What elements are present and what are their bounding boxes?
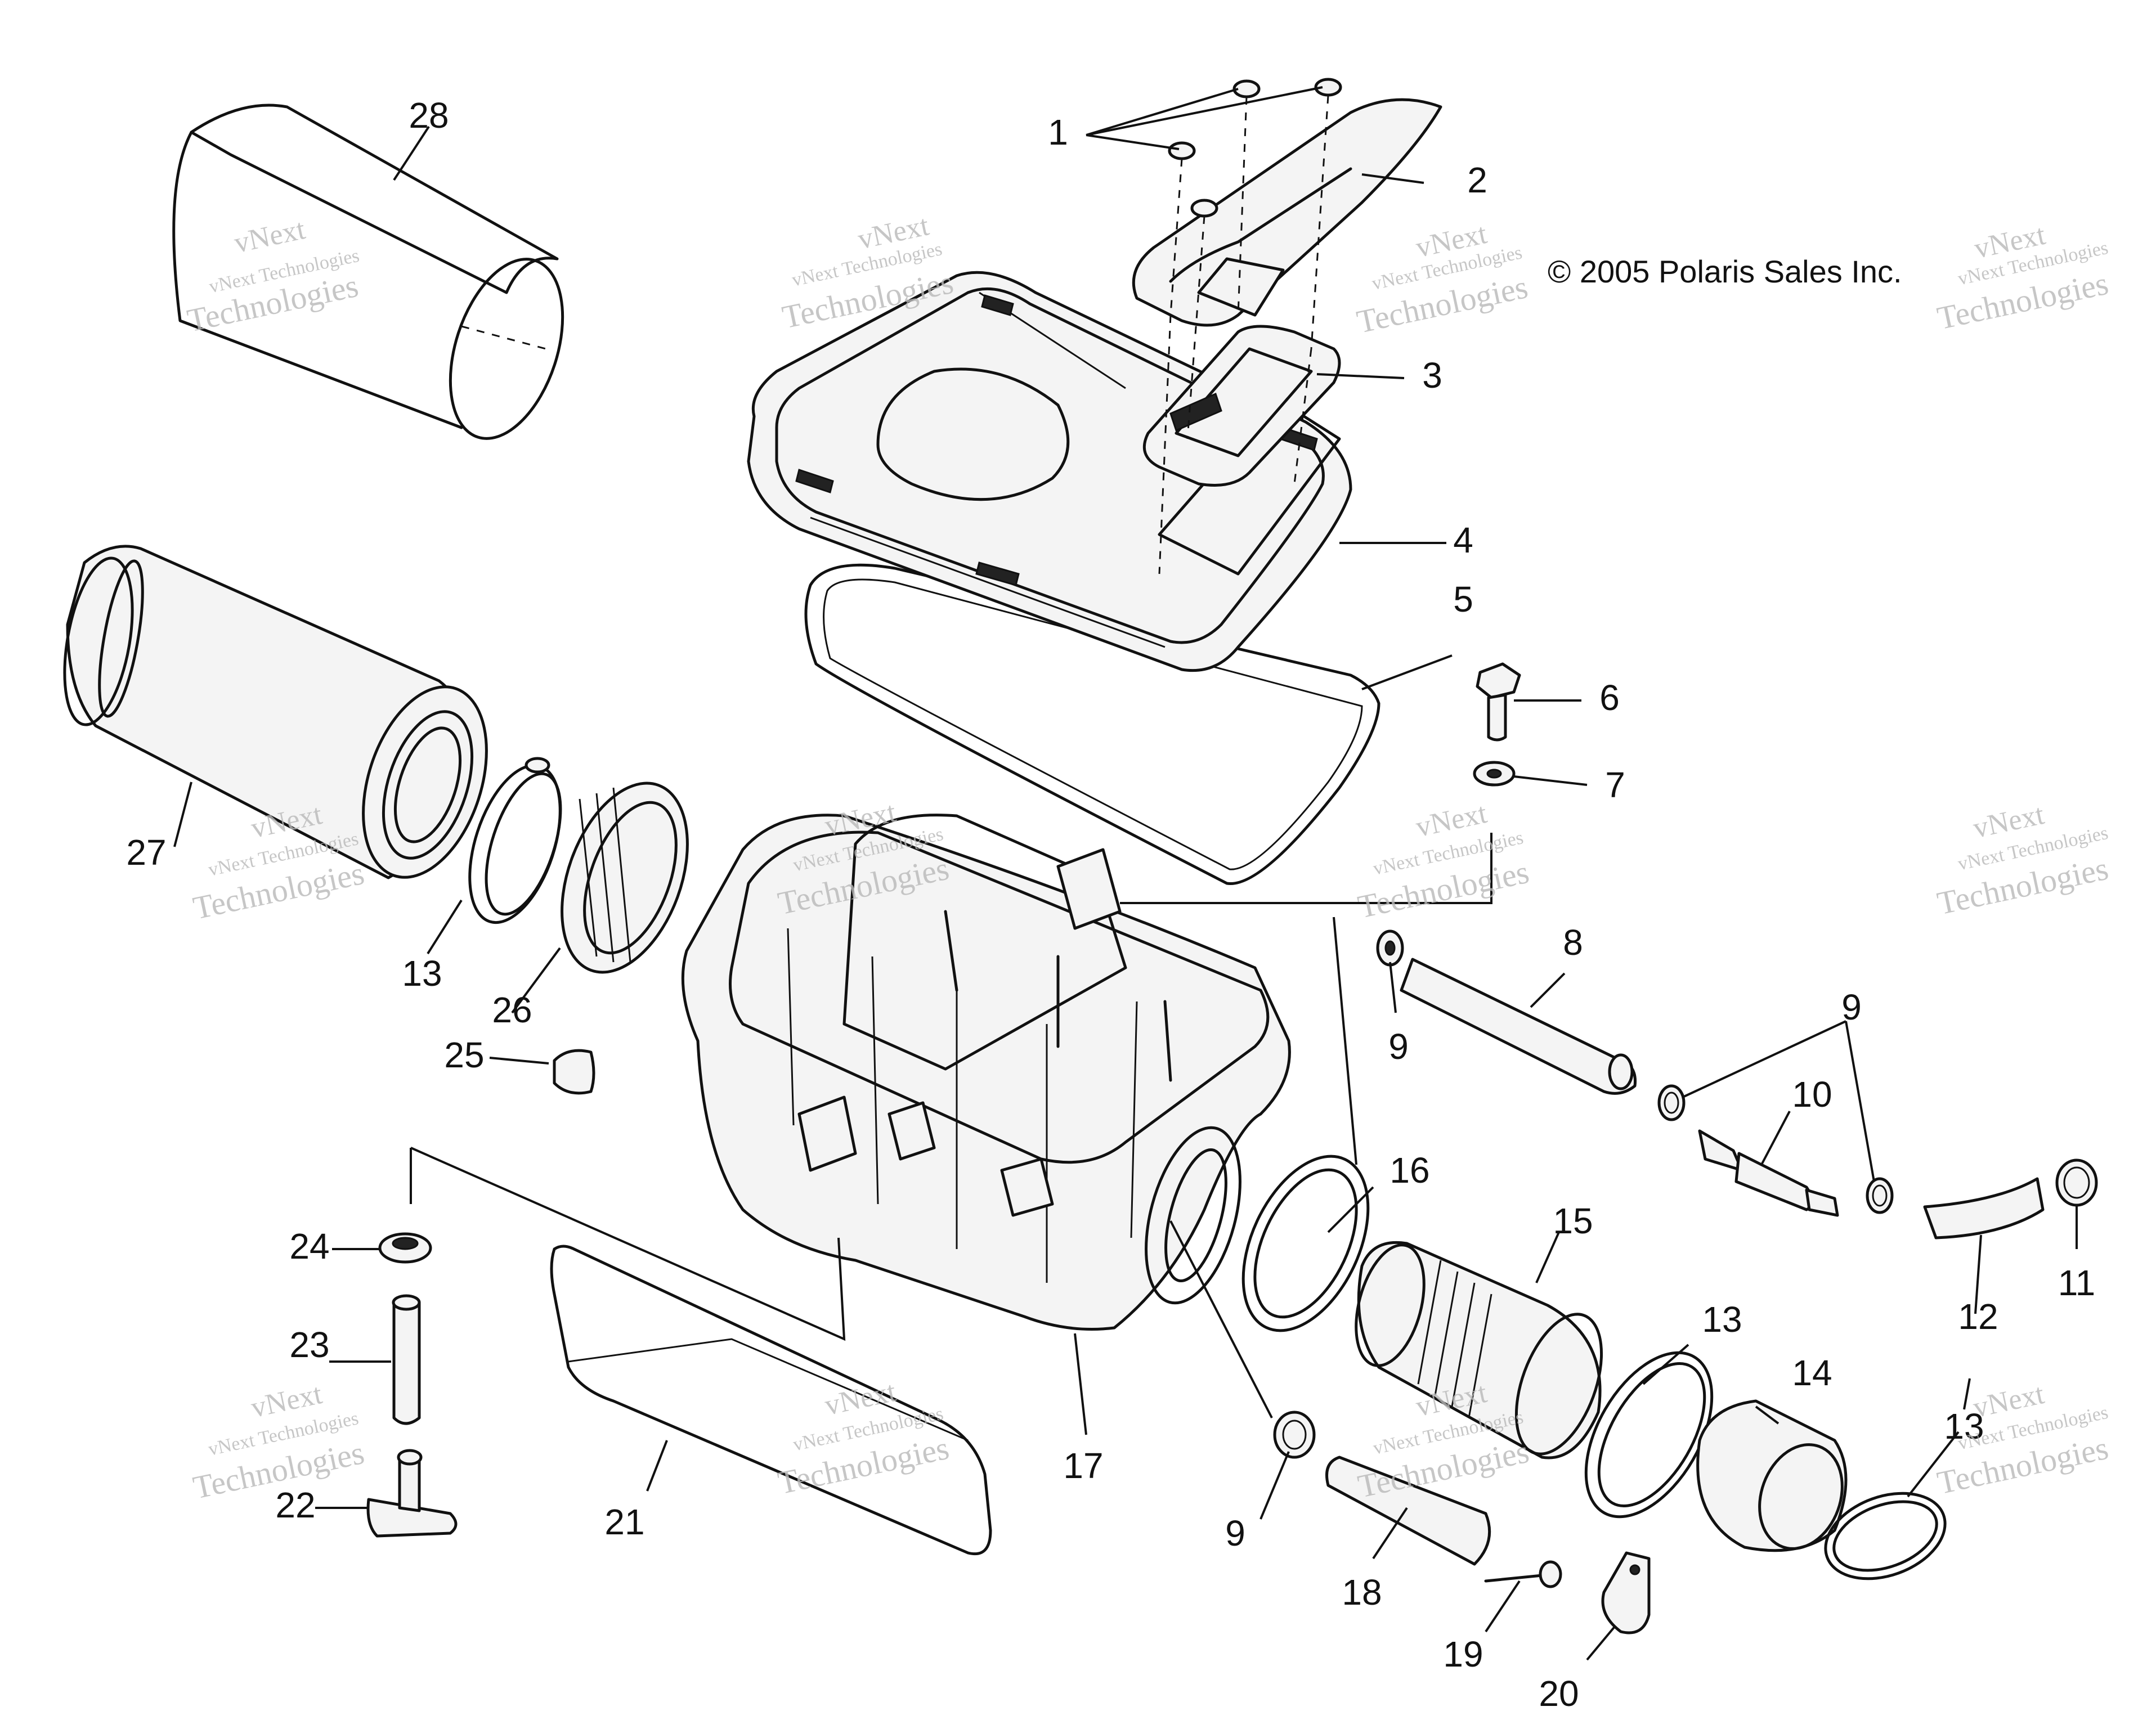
part-9-clamp-b: [1657, 1084, 1686, 1121]
leader-lines: [173, 86, 2078, 1661]
part-7-washer: [1473, 761, 1516, 787]
watermark-10: vNext vNext Technologies Technologies: [775, 1376, 952, 1502]
watermark-8: vNext vNext Technologies Technologies: [1934, 798, 2112, 922]
watermark-9: vNext vNext Technologies Technologies: [190, 1378, 367, 1506]
part-8-breather-hose: [1400, 958, 1637, 1095]
part-27-air-filter: [63, 545, 488, 879]
watermark-3: vNext vNext Technologies Technologies: [1353, 218, 1531, 340]
callout-14: 14: [1792, 1353, 1832, 1393]
part-17-airbox-housing: [681, 814, 1291, 1331]
part-22-tee-fitting: [366, 1449, 458, 1538]
callout-25: 25: [444, 1035, 484, 1075]
callout-15: 15: [1553, 1201, 1593, 1241]
part-16-gasket-ring: [1241, 1155, 1370, 1332]
callout-28: 28: [409, 95, 449, 136]
part-24-clamp: [378, 1232, 432, 1264]
callout-3: 3: [1422, 355, 1442, 396]
callout-12: 12: [1958, 1296, 1998, 1337]
callout-22: 22: [275, 1485, 315, 1525]
part-20-p-clip: [1601, 1551, 1651, 1634]
part-14-intake-boot: [1696, 1399, 1848, 1552]
watermark-4: vNext vNext Technologies Technologies: [1934, 219, 2112, 337]
copyright-notice: © 2005 Polaris Sales Inc.: [1548, 254, 1902, 289]
part-13-clamp-upper: [468, 757, 562, 924]
callout-17: 17: [1063, 1445, 1103, 1486]
part-12-vent-hose: [1923, 1177, 2045, 1240]
part-2-intake-duct: [1132, 98, 1442, 327]
callout-13-lower: 13: [1944, 1406, 1984, 1447]
part-5-lid-gasket: [804, 563, 1380, 886]
part-6-bolt: [1476, 662, 1521, 742]
callout-16: 16: [1389, 1150, 1429, 1191]
part-9-clamp-c: [1866, 1177, 1894, 1214]
callout-21: 21: [604, 1502, 644, 1542]
callout-11: 11: [2058, 1263, 2095, 1303]
callout-13-middle: 13: [1702, 1299, 1742, 1340]
part-9-clamp-a: [1376, 929, 1404, 967]
callout-numbers: 1 2 3 4 5 6 7 8 9 9 10 11 12 13 13 13 14…: [126, 95, 2095, 1714]
callout-20: 20: [1539, 1673, 1579, 1714]
part-3-intake-seal: [1142, 325, 1341, 487]
part-28-prefilter-sleeve: [172, 104, 564, 440]
callout-5: 5: [1453, 579, 1473, 619]
part-23-drain-tube: [392, 1294, 421, 1425]
callout-1: 1: [1048, 112, 1068, 152]
part-10-check-valve: [1698, 1129, 1839, 1217]
part-4-airbox-lid: [747, 271, 1352, 672]
part-9-clamp-d: [1273, 1411, 1316, 1459]
callout-9-c: 9: [1225, 1513, 1245, 1553]
callout-2: 2: [1467, 160, 1487, 200]
part-13-clamp-lower: [1824, 1492, 1947, 1580]
part-26-adapter-ring: [561, 782, 689, 974]
callout-19: 19: [1443, 1634, 1483, 1674]
part-13-clamp-middle: [1584, 1351, 1714, 1519]
part-11-clamp: [2055, 1158, 2098, 1207]
callout-13-upper: 13: [402, 953, 442, 994]
callout-9-b: 9: [1841, 987, 1862, 1027]
callout-4: 4: [1453, 520, 1473, 560]
watermark-1: vNext vNext Technologies Technologies: [184, 213, 361, 339]
callout-18: 18: [1342, 1572, 1382, 1613]
watermark-7: vNext vNext Technologies Technologies: [1355, 797, 1532, 926]
callout-8: 8: [1563, 922, 1583, 963]
callout-7: 7: [1605, 765, 1625, 805]
callout-6: 6: [1599, 677, 1620, 718]
part-18-hose: [1325, 1456, 1491, 1566]
part-15-outlet-adapter: [1355, 1241, 1603, 1459]
part-25-clip: [553, 1049, 595, 1095]
svg-text:vNext: vNext: [231, 213, 308, 259]
callout-24: 24: [289, 1226, 329, 1267]
part-19-push-rivet: [1484, 1560, 1562, 1588]
callout-10: 10: [1792, 1074, 1832, 1115]
callout-26: 26: [492, 990, 532, 1030]
callout-27: 27: [126, 832, 166, 873]
part-1-screws: [1158, 78, 1342, 574]
callout-23: 23: [289, 1324, 329, 1365]
part-21-cover-plate: [550, 1245, 992, 1555]
callout-9-a: 9: [1388, 1026, 1409, 1067]
